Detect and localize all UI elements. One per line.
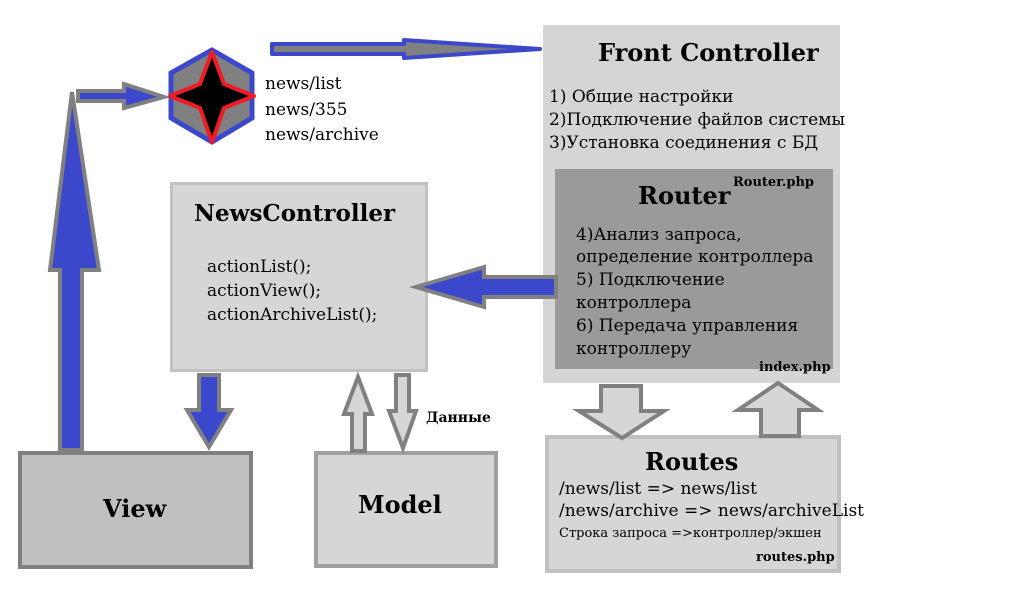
route-rule: /news/archive => news/archiveList bbox=[559, 501, 864, 521]
arrow-controller-to-model bbox=[386, 373, 419, 454]
router-line: 4)Анализ запроса, bbox=[576, 225, 742, 245]
router-box bbox=[555, 169, 833, 369]
controller-action: actionView(); bbox=[207, 281, 322, 301]
model-title: Model bbox=[358, 490, 442, 519]
arrow-router-to-controller bbox=[408, 264, 558, 310]
front-controller-step: 1) Общие настройки bbox=[549, 87, 734, 107]
arrow-controller-to-view bbox=[183, 373, 235, 451]
router-line: 5) Подключение bbox=[576, 270, 725, 290]
news-controller-box bbox=[170, 182, 428, 372]
front-controller-file-label: index.php bbox=[759, 360, 831, 375]
arrow-to-star bbox=[76, 81, 171, 111]
arrow-view-up bbox=[47, 91, 102, 452]
view-title: View bbox=[103, 494, 167, 523]
star-icon bbox=[168, 50, 256, 144]
controller-action: actionArchiveList(); bbox=[207, 305, 378, 325]
request-url: news/archive bbox=[265, 125, 379, 145]
request-url: news/list bbox=[265, 74, 342, 94]
arrow-model-to-controller bbox=[341, 371, 375, 453]
front-controller-step: 2)Подключение файлов системы bbox=[549, 110, 845, 130]
front-controller-step: 3)Установка соединения с БД bbox=[549, 133, 819, 153]
route-rule: /news/list => news/list bbox=[559, 479, 757, 499]
router-file-label: Router.php bbox=[733, 175, 815, 190]
router-line: определение контроллера bbox=[576, 247, 814, 267]
arrow-to-routes bbox=[572, 384, 671, 441]
news-controller-title: NewsController bbox=[194, 200, 396, 227]
front-controller-title: Front Controller bbox=[598, 38, 819, 67]
router-line: контроллеру bbox=[576, 339, 692, 359]
arrow-to-front-controller bbox=[270, 38, 542, 60]
routes-title: Routes bbox=[645, 447, 739, 476]
routes-note: Строка запроса =>контроллер/экшен bbox=[559, 526, 822, 541]
router-line: контроллера bbox=[576, 293, 692, 313]
data-label: Данные bbox=[426, 410, 491, 426]
routes-box bbox=[545, 435, 841, 573]
routes-file-label: routes.php bbox=[756, 550, 835, 565]
router-title: Router bbox=[638, 181, 731, 210]
arrow-from-routes bbox=[731, 380, 825, 438]
request-url: news/355 bbox=[265, 100, 348, 120]
router-line: 6) Передача управления bbox=[576, 316, 799, 336]
view-box bbox=[18, 451, 253, 569]
model-box bbox=[314, 451, 498, 568]
controller-action: actionList(); bbox=[207, 257, 312, 277]
